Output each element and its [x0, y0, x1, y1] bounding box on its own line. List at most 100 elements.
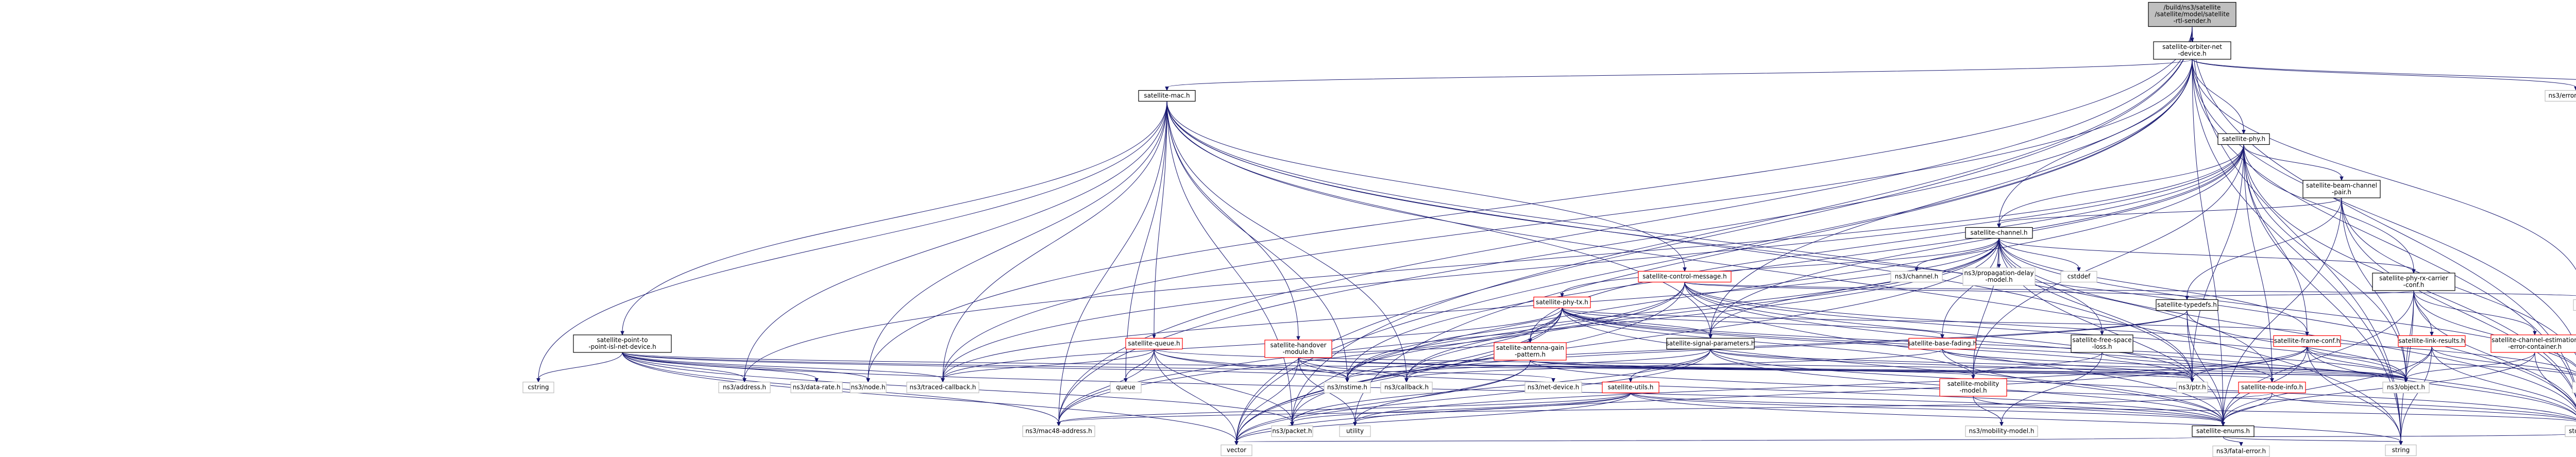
node-queue[interactable]: satellite-queue.h: [1125, 337, 1183, 350]
node-chann3: ns3/channel.h: [1890, 270, 1943, 283]
node-address: ns3/address.h: [718, 381, 771, 394]
edge-ctrl-to-stdint: [1684, 282, 2576, 415]
edge-phytx-to-sigparam: [1562, 308, 1713, 339]
edge-arrowhead: [941, 378, 945, 383]
edge-line: [1236, 346, 2308, 442]
node-mobility[interactable]: satellite-mobility-model.h: [1939, 378, 2007, 397]
node-cec[interactable]: satellite-channel-estimation-error-conta…: [2490, 334, 2576, 353]
node-queuestd: queue: [1110, 381, 1142, 394]
node-typedefs[interactable]: satellite-typedefs.h: [2156, 299, 2218, 311]
edge-arrowhead: [2430, 332, 2434, 336]
node-fsl[interactable]: satellite-free-space-loss.h: [2071, 334, 2133, 353]
edge-ornd-to-map: [2192, 59, 2576, 346]
edge-line: [2223, 346, 2432, 423]
edge-line: [1354, 360, 1531, 423]
edge-mac-to-string: [1166, 101, 2403, 446]
edge-root-to-node: [866, 26, 2193, 383]
edge-frame-to-stdint: [2307, 346, 2576, 415]
edge-line: [2223, 434, 2576, 437]
node-box: [2490, 334, 2576, 353]
node-box: [1962, 267, 2036, 286]
node-basefad[interactable]: satellite-base-fading.h: [1908, 337, 1977, 350]
node-mac[interactable]: satellite-mac.h: [1138, 90, 1196, 102]
edge-line: [2223, 290, 2414, 423]
node-label: -loss.h: [2092, 343, 2112, 350]
edge-arrowhead: [1999, 422, 2004, 427]
edge-line: [2400, 346, 2432, 442]
node-box: [906, 381, 979, 394]
node-utils[interactable]: satellite-utils.h: [1602, 381, 1659, 394]
node-box: [1022, 425, 1095, 437]
node-box: [2176, 381, 2208, 394]
node-prop: ns3/propagation-delay-model.h: [1962, 267, 2036, 286]
node-box: [2071, 334, 2133, 353]
node-chan[interactable]: satellite-channel.h: [1965, 227, 2033, 239]
edge-line: [1998, 197, 2342, 225]
edge-mac-to-queue: [1152, 101, 1167, 339]
node-phy[interactable]: satellite-phy.h: [2217, 133, 2270, 145]
node-handover[interactable]: satellite-handover-module.h: [1264, 340, 1332, 358]
edge-line: [1058, 282, 1685, 423]
edge-arrowhead: [1940, 334, 1944, 339]
edge-line: [622, 352, 1237, 442]
node-object: ns3/object.h: [2382, 381, 2430, 394]
node-label: -rtl-sender.h: [2173, 18, 2211, 25]
node-p2p[interactable]: satellite-point-to-point-isl-net-device.…: [573, 334, 672, 353]
edge-line: [2192, 59, 2576, 392]
node-label: ns3/nstime.h: [1327, 384, 1367, 391]
edge-arrowhead: [2574, 87, 2576, 91]
edge-line: [2431, 346, 2576, 375]
node-ornd[interactable]: satellite-orbiter-net-device.h: [2153, 41, 2231, 60]
edge-utils-to-packet: [1290, 393, 1631, 427]
edge-arrowhead: [866, 378, 870, 383]
node-rxcarr[interactable]: satellite-phy-rx-carrier-conf.h: [2372, 273, 2455, 291]
node-phytx[interactable]: satellite-phy-tx.h: [1533, 296, 1591, 309]
node-box: [2273, 335, 2341, 347]
edge-p2p-to-traced: [622, 352, 945, 383]
node-enums[interactable]: satellite-enums.h: [2192, 425, 2255, 437]
node-box: [2302, 180, 2381, 198]
edge-line: [2413, 290, 2576, 407]
node-box: [1380, 381, 1433, 394]
node-antenna[interactable]: satellite-antenna-gain-pattern.h: [1494, 342, 1567, 361]
node-cstddef: cstddef: [2060, 270, 2097, 283]
edge-arrowhead: [1296, 336, 1300, 341]
node-sigparam[interactable]: satellite-signal-parameters.h: [1666, 337, 1755, 350]
edge-arrowhead: [1152, 334, 1156, 339]
edge-line: [1916, 238, 1999, 268]
edge-arrowhead: [1997, 264, 2001, 269]
edge-beam-to-chan: [1997, 197, 2342, 228]
edge-line: [1058, 59, 2193, 423]
edge-line: [1236, 357, 1299, 442]
node-stdint: stdint.h: [2565, 425, 2576, 437]
node-frame[interactable]: satellite-frame-conf.h: [2273, 335, 2341, 347]
node-box: [2382, 381, 2430, 394]
node-set: set: [2573, 299, 2576, 311]
edge-line: [1530, 360, 2406, 379]
node-link[interactable]: satellite-link-results.h: [2398, 335, 2466, 347]
node-root[interactable]: /build/ns3/satellite/satellite/model/sat…: [2148, 2, 2236, 27]
node-ctrl[interactable]: satellite-control-message.h: [1638, 270, 1732, 283]
edge-line: [1998, 59, 2193, 225]
node-netdevice: ns3/net-device.h: [1524, 381, 1582, 394]
edge-line: [1942, 349, 2406, 379]
edge-line: [2405, 290, 2414, 379]
node-packet: ns3/packet.h: [1271, 425, 1313, 437]
node-label: ns3/node.h: [851, 384, 886, 391]
edge-line: [1973, 396, 2224, 423]
node-nodeinfo[interactable]: satellite-node-info.h: [2238, 381, 2306, 394]
edge-p2p-to-node: [622, 352, 870, 383]
node-box: [1908, 337, 1976, 350]
edge-line: [1630, 393, 2576, 422]
edge-line: [1684, 282, 2188, 297]
node-label: satellite-phy-rx-carrier: [2379, 275, 2448, 282]
edge-queue-to-object: [1154, 349, 2408, 383]
edge-line: [1710, 349, 2406, 379]
node-label: satellite-typedefs.h: [2157, 301, 2217, 309]
node-label: ns3/mobility-model.h: [1969, 428, 2035, 435]
node-datarate: ns3/data-rate.h: [790, 381, 843, 394]
edge-line: [1684, 282, 2224, 423]
edge-link-to-map: [2431, 346, 2576, 375]
node-beam[interactable]: satellite-beam-channel-pair.h: [2302, 180, 2381, 198]
edge-arrowhead: [1528, 338, 1532, 344]
